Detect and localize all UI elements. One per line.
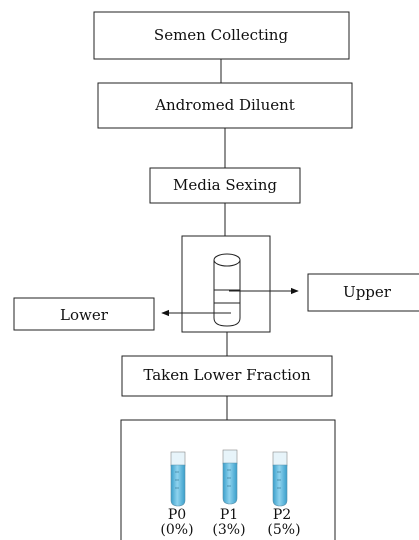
tube-p0-percent: (0%) [160, 522, 193, 538]
upper-label: Upper [343, 283, 392, 301]
tube-p0-name: P0 [168, 507, 186, 523]
tube-p1-name: P1 [220, 507, 238, 523]
lower-label: Lower [60, 306, 109, 324]
tube-p2-percent: (5%) [267, 522, 300, 538]
tube-p2-icon [272, 451, 288, 507]
andromed-diluent-box: Andromed Diluent [97, 82, 353, 129]
tube-p1-icon [222, 449, 238, 505]
taken-lower-fraction-box: Taken Lower Fraction [121, 355, 333, 397]
tubes-box: P0 (0%) P1 (3%) P2 (5%) [120, 419, 336, 540]
separation-tube-icon [213, 253, 241, 327]
tube-p0-icon [170, 451, 186, 507]
semen-collecting-label: Semen Collecting [154, 26, 289, 44]
lower-box: Lower [13, 297, 155, 331]
andromed-diluent-label: Andromed Diluent [154, 96, 295, 114]
tube-p1-percent: (3%) [212, 522, 245, 538]
media-sexing-label: Media Sexing [173, 176, 277, 194]
taken-lower-fraction-label: Taken Lower Fraction [143, 366, 311, 384]
semen-collecting-box: Semen Collecting [93, 11, 350, 60]
separation-tube-box [181, 235, 271, 333]
upper-box: Upper [307, 273, 419, 312]
tube-p2-name: P2 [273, 507, 291, 523]
media-sexing-box: Media Sexing [149, 167, 301, 204]
